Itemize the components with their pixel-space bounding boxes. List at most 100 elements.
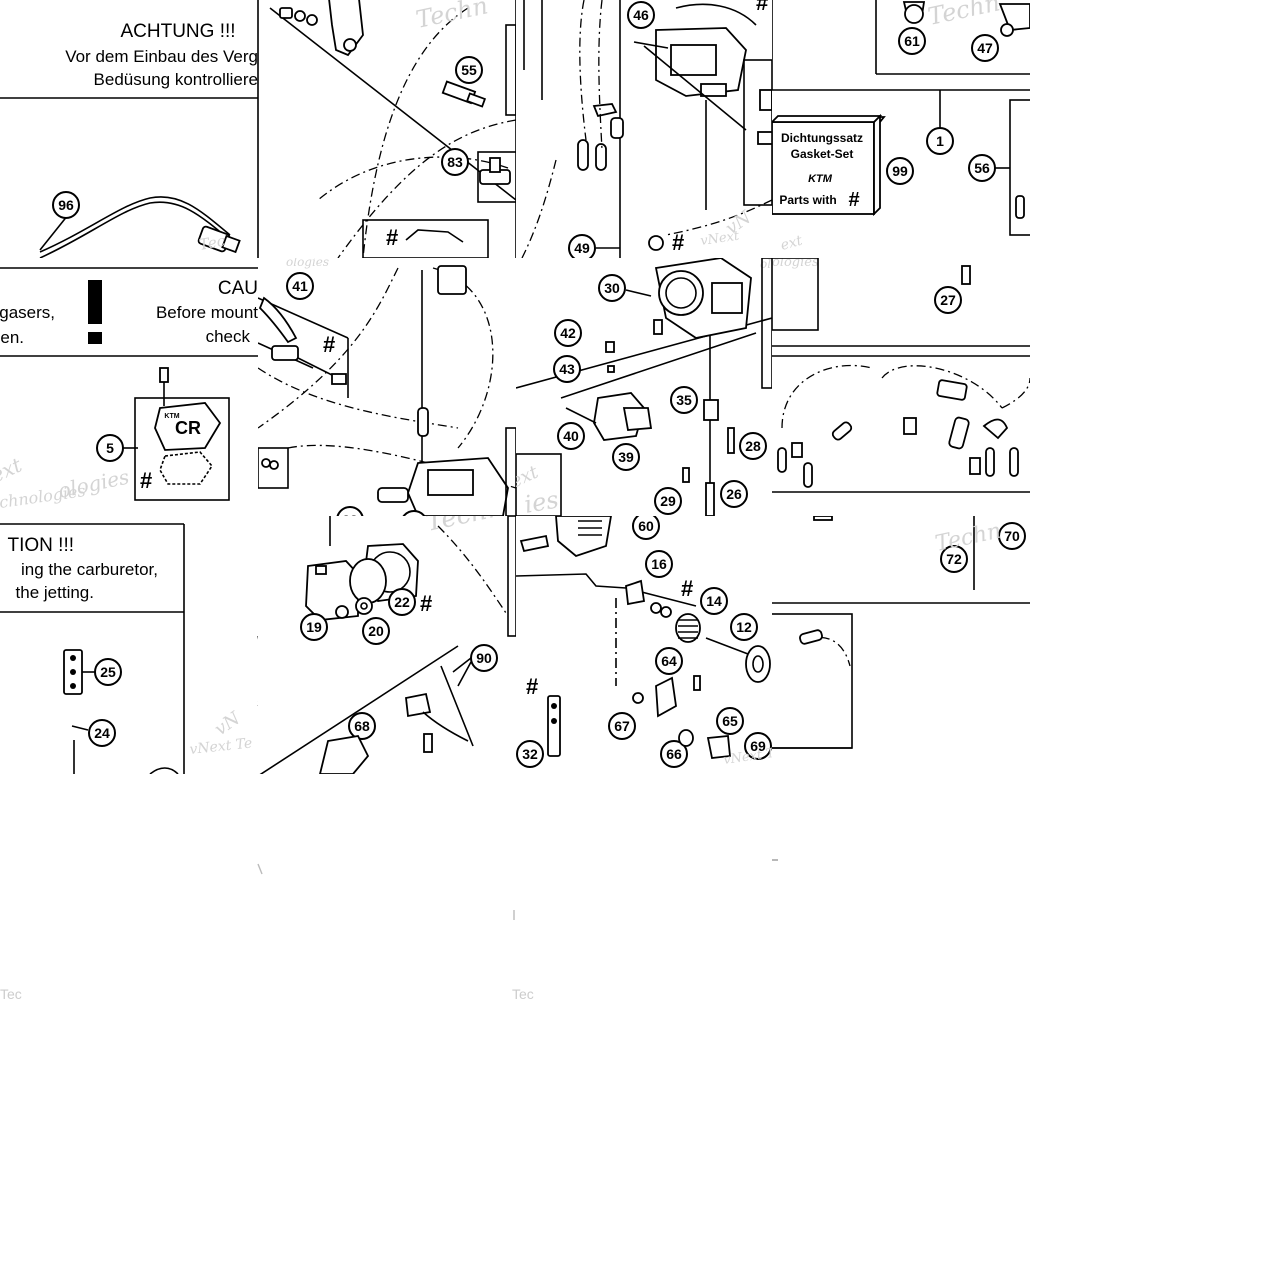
svg-text:vN: vN — [211, 707, 245, 740]
svg-text:19: 19 — [306, 619, 322, 635]
callout-47: 47 — [971, 34, 999, 62]
callout-96: 96 — [52, 191, 80, 219]
svg-text:#: # — [140, 468, 152, 493]
callout-32: 32 — [516, 740, 544, 768]
exclamation-icon — [88, 280, 102, 344]
notice-de-frag2: en. — [0, 328, 24, 347]
svg-text:49: 49 — [574, 240, 590, 256]
callout-72: 72 — [940, 545, 968, 573]
svg-text:60: 60 — [638, 518, 654, 534]
ktm-logo: KTM — [808, 173, 833, 185]
svg-text:65: 65 — [722, 713, 738, 729]
notice-en-line2-a: check — [206, 327, 251, 346]
fuel-hose-icon — [197, 225, 241, 254]
svg-text:55: 55 — [461, 62, 477, 78]
float-icon — [565, 392, 653, 441]
tile-gasket-set: 61 47 1 Dichtungssatz Gasket-Set KTM Par… — [772, 0, 1030, 258]
callout-26: 26 — [720, 480, 748, 508]
callout-22: 22 — [388, 588, 416, 616]
callout-43: 43 — [553, 355, 581, 383]
callout-65: 65 — [716, 707, 744, 735]
callout-68: 68 — [348, 712, 376, 740]
callout-30: 30 — [598, 274, 626, 302]
gasket-set-symbol: # — [848, 189, 859, 211]
callout-5: 5 — [96, 434, 124, 462]
svg-text:20: 20 — [368, 623, 384, 639]
callout-27: 27 — [934, 286, 962, 314]
callout-1: 1 — [926, 127, 954, 155]
svg-text:ext: ext — [779, 233, 805, 254]
tile-notice-german: ACHTUNG !!! Vor dem Einbau des Verg Bedü… — [0, 0, 258, 258]
svg-text:96: 96 — [58, 197, 74, 213]
svg-text:23: 23 — [342, 512, 358, 516]
float-bowl-icon — [654, 258, 752, 339]
gasket-set-line1: Dichtungssatz — [781, 131, 863, 145]
gasket-icon — [159, 451, 214, 485]
svg-text:#: # — [420, 591, 432, 616]
tile-cable-area: 55 83 # Techn — [258, 0, 516, 258]
callout-20: 20 — [362, 617, 390, 645]
notice-de-frag1: gasers, — [0, 303, 55, 322]
callout-67: 67 — [608, 712, 636, 740]
notice-de-title: ACHTUNG !!! — [120, 21, 235, 42]
svg-text:30: 30 — [604, 280, 620, 296]
svg-text:ologies: ologies — [286, 258, 329, 269]
callout-83: 83 — [441, 148, 469, 176]
svg-text:Techn: Techn — [925, 0, 1002, 31]
svg-text:Tec: Tec — [198, 232, 227, 254]
jet-icon — [441, 80, 487, 108]
callout-40: 40 — [557, 422, 585, 450]
svg-text:32: 32 — [522, 746, 538, 762]
svg-text:#: # — [672, 230, 684, 255]
svg-text:Tec: Tec — [0, 986, 22, 1002]
throttle-valve-icon — [705, 637, 771, 683]
gasket-set-line3: Parts with — [779, 193, 836, 207]
mixture-screw-icon — [757, 89, 772, 145]
carburetor-body-icon — [655, 3, 757, 97]
cr-sticker-icon: CR KTM — [154, 402, 222, 451]
svg-text:22: 22 — [394, 594, 410, 610]
gasket-set-box: Dichtungssatz Gasket-Set KTM Parts with … — [772, 113, 886, 217]
svg-text:28: 28 — [745, 438, 761, 454]
callout-99: 99 — [886, 157, 914, 185]
callout-14: 14 — [700, 587, 728, 615]
svg-text:68: 68 — [354, 718, 370, 734]
svg-text:CR: CR — [175, 418, 201, 438]
svg-text:39: 39 — [618, 449, 634, 465]
tile-carb-body-top: 46 # 49 # vNext vN — [516, 0, 772, 258]
main-jet-icon — [998, 3, 1030, 37]
callout-60: 60 — [632, 516, 660, 540]
svg-text:Techn: Techn — [423, 516, 506, 538]
notice-de-line1: Vor dem Einbau des Verg — [65, 47, 258, 66]
svg-text:83: 83 — [447, 154, 463, 170]
throttle-cable-icon — [328, 0, 364, 57]
svg-text:70: 70 — [1004, 528, 1020, 544]
svg-text:25: 25 — [100, 664, 116, 680]
svg-text:ologies: ologies — [760, 258, 772, 271]
throttle-sensor-icon — [305, 560, 359, 621]
svg-text:56: 56 — [974, 160, 990, 176]
needle-jet-icon — [703, 399, 719, 421]
svg-text:KTM: KTM — [164, 413, 179, 420]
idle-screw-icon — [405, 665, 474, 747]
callout-23: 23 — [336, 506, 364, 516]
svg-text:#: # — [681, 576, 693, 601]
callout-39: 39 — [612, 443, 640, 471]
callout-56: 56 — [968, 154, 996, 182]
svg-text:5: 5 — [106, 440, 114, 456]
callout-16: 16 — [645, 550, 673, 578]
callout-19: 19 — [300, 613, 328, 641]
svg-text:#: # — [323, 332, 335, 357]
svg-text:Tec: Tec — [512, 986, 534, 1002]
svg-text:14: 14 — [706, 593, 722, 609]
faded-fragments: Tec Tec — [0, 774, 1030, 1044]
svg-text:12: 12 — [736, 619, 752, 635]
carburetor-body-icon — [377, 457, 509, 516]
svg-text:vNext: vNext — [699, 229, 740, 249]
callout-64: 64 — [655, 647, 683, 675]
tile-carb-assembly: ologies 41 # 23 21 — [258, 258, 516, 516]
svg-text:1: 1 — [936, 133, 944, 149]
svg-text:41: 41 — [292, 278, 308, 294]
jet-needle-clip-icon — [63, 649, 83, 695]
